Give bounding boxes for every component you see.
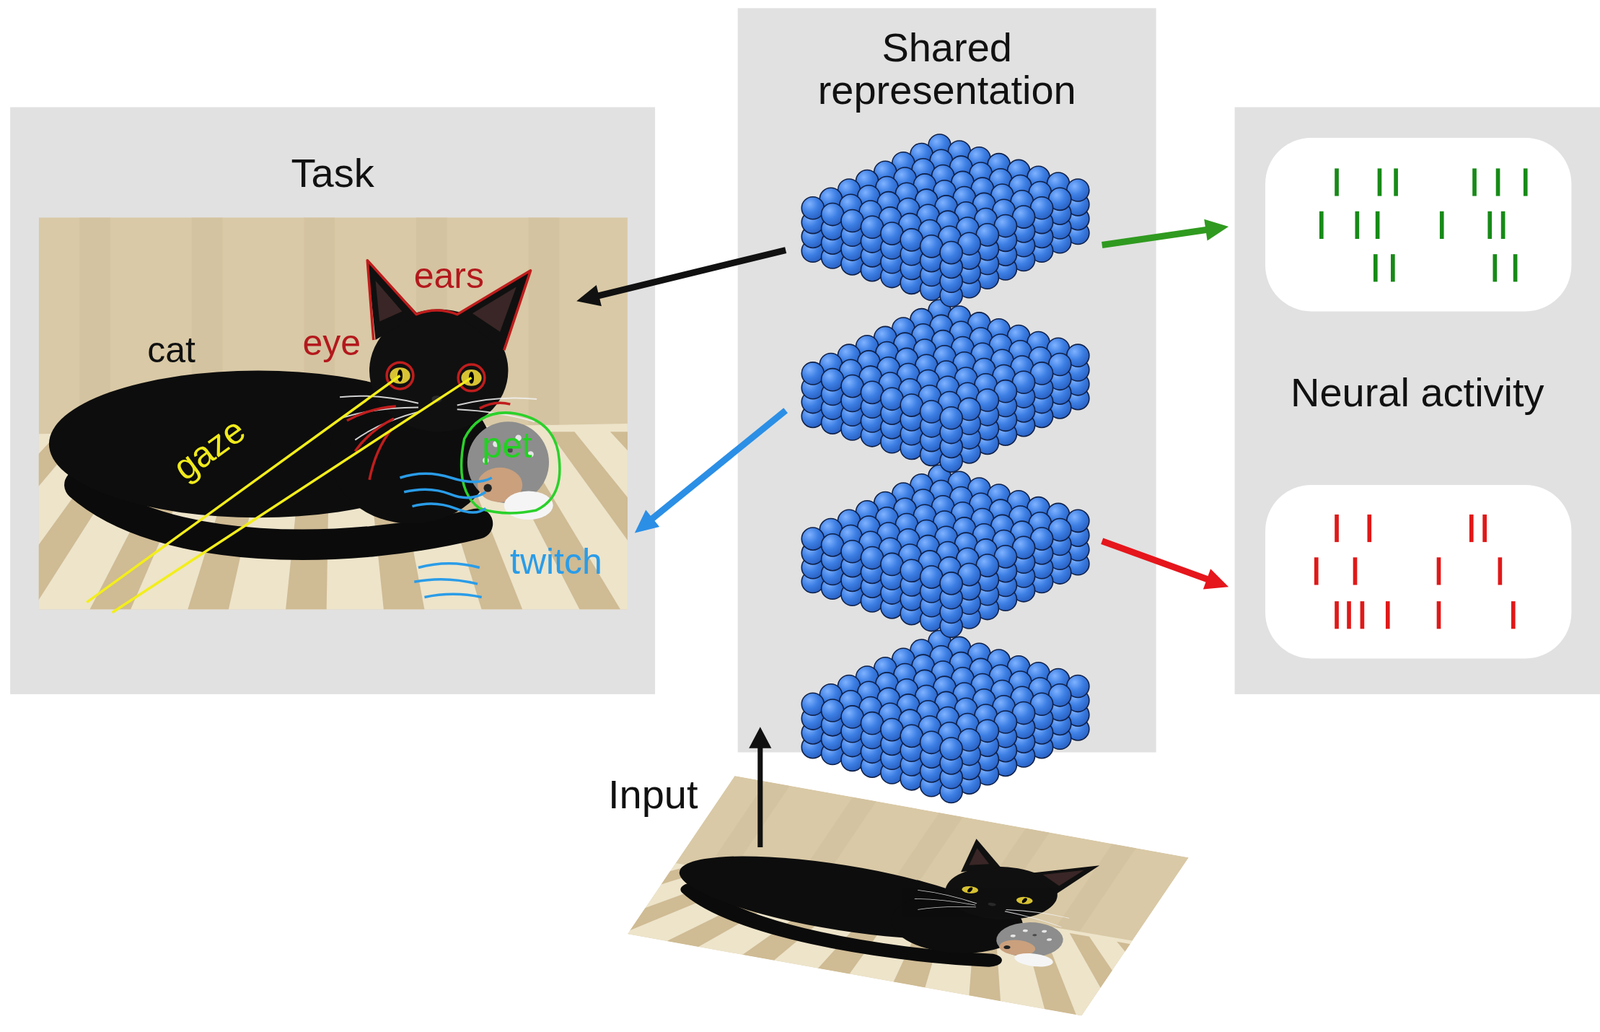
spike-tick bbox=[1439, 211, 1445, 239]
sphere-unit bbox=[939, 241, 963, 265]
panel-ground bbox=[1234, 107, 1600, 694]
sphere-unit bbox=[900, 724, 923, 747]
sphere-unit bbox=[920, 400, 943, 423]
sphere-unit bbox=[801, 362, 824, 385]
spike-tick bbox=[1492, 253, 1497, 282]
input-photo bbox=[515, 755, 1335, 1032]
connector-line bbox=[1102, 229, 1210, 245]
panel-ground bbox=[737, 7, 1157, 752]
motion-label: twitch bbox=[510, 543, 603, 580]
spike-tick bbox=[1366, 514, 1372, 542]
spike-tick bbox=[1498, 556, 1503, 585]
spike-tick bbox=[1373, 253, 1378, 282]
sphere-unit bbox=[920, 565, 943, 588]
connector-arrow bbox=[1102, 541, 1229, 590]
part-label: ears bbox=[414, 257, 485, 294]
layer-cubes bbox=[801, 134, 1090, 803]
sphere-unit bbox=[880, 387, 904, 410]
spike-tick bbox=[1375, 211, 1380, 239]
sphere-unit bbox=[801, 196, 824, 220]
sphere-unit bbox=[900, 393, 923, 417]
input-arrow bbox=[748, 726, 772, 847]
task-panel: Task bbox=[10, 107, 656, 694]
sphere-unit bbox=[880, 222, 904, 245]
spike-tick bbox=[1472, 168, 1477, 196]
sphere-unit bbox=[821, 699, 845, 722]
spike-tick bbox=[1393, 168, 1399, 196]
cat-photo bbox=[0, 217, 817, 609]
sphere-unit bbox=[821, 368, 845, 391]
sphere-unit bbox=[880, 552, 904, 575]
arrow-head bbox=[1203, 568, 1229, 589]
panel-title: Task bbox=[10, 152, 656, 195]
gaze-label: gaze bbox=[166, 411, 252, 487]
spike-tick bbox=[1355, 211, 1360, 239]
spike-tick bbox=[1360, 600, 1365, 629]
spike-tick bbox=[1334, 600, 1339, 629]
connector-arrow bbox=[634, 410, 786, 534]
sphere-unit bbox=[939, 572, 963, 595]
spike-tick bbox=[1501, 211, 1506, 239]
connector-arrow bbox=[576, 250, 786, 307]
arrow-head bbox=[576, 284, 602, 306]
sphere-unit bbox=[880, 718, 904, 741]
sphere-unit bbox=[860, 711, 883, 735]
spike-tick bbox=[1346, 600, 1352, 629]
spike-tick bbox=[1482, 514, 1487, 542]
spike-tick bbox=[1390, 253, 1396, 282]
sphere-unit bbox=[841, 209, 864, 232]
sphere-unit bbox=[939, 737, 963, 760]
connector-arrow bbox=[1102, 219, 1229, 246]
spike-tick bbox=[1511, 600, 1516, 629]
part-label: eye bbox=[302, 324, 361, 361]
panel-title: Neural activity bbox=[1234, 371, 1600, 415]
connector-line bbox=[650, 410, 787, 521]
spike-tick bbox=[1513, 253, 1518, 282]
connector-line bbox=[595, 250, 786, 297]
sphere-unit bbox=[939, 406, 963, 430]
arrow-head bbox=[634, 510, 660, 534]
spike-tick bbox=[1496, 168, 1501, 196]
sphere-unit bbox=[860, 215, 883, 239]
sphere-unit bbox=[821, 202, 845, 226]
spike-tick bbox=[1377, 168, 1383, 196]
sphere-unit bbox=[841, 705, 864, 728]
annotation-marks bbox=[86, 260, 560, 613]
sphere-unit bbox=[801, 692, 824, 715]
sphere-unit bbox=[841, 375, 864, 398]
input-label: Input bbox=[608, 774, 699, 815]
spike-tick bbox=[1487, 211, 1492, 239]
sphere-unit bbox=[920, 730, 943, 754]
sphere-unit bbox=[860, 380, 883, 404]
spike-tick bbox=[1469, 514, 1474, 542]
spike-tick bbox=[1334, 514, 1339, 542]
arrow-head bbox=[1203, 219, 1229, 241]
spike-tick bbox=[1334, 168, 1339, 196]
spike-tick bbox=[1523, 168, 1528, 196]
sphere-unit bbox=[801, 527, 824, 550]
sphere-unit bbox=[900, 559, 923, 582]
representation-panel: Shared representation bbox=[737, 7, 1157, 752]
spike-tick bbox=[1353, 556, 1358, 585]
spike-tick bbox=[1436, 556, 1442, 585]
activity-panel: Neural activity bbox=[1234, 107, 1600, 694]
spike-tick bbox=[1314, 556, 1319, 585]
spike-tick bbox=[1319, 211, 1324, 239]
connector-line bbox=[1102, 541, 1210, 580]
sphere-unit bbox=[900, 228, 923, 252]
spike-tick bbox=[1385, 600, 1391, 629]
panel-title: Shared representation bbox=[788, 26, 1106, 112]
object-label: cat bbox=[147, 331, 196, 368]
sphere-unit bbox=[920, 235, 943, 258]
sphere-unit bbox=[821, 533, 845, 557]
sphere-unit bbox=[841, 540, 864, 563]
sphere-unit bbox=[860, 546, 883, 569]
spike-tick bbox=[1436, 600, 1442, 629]
object-label: pet bbox=[481, 427, 533, 464]
